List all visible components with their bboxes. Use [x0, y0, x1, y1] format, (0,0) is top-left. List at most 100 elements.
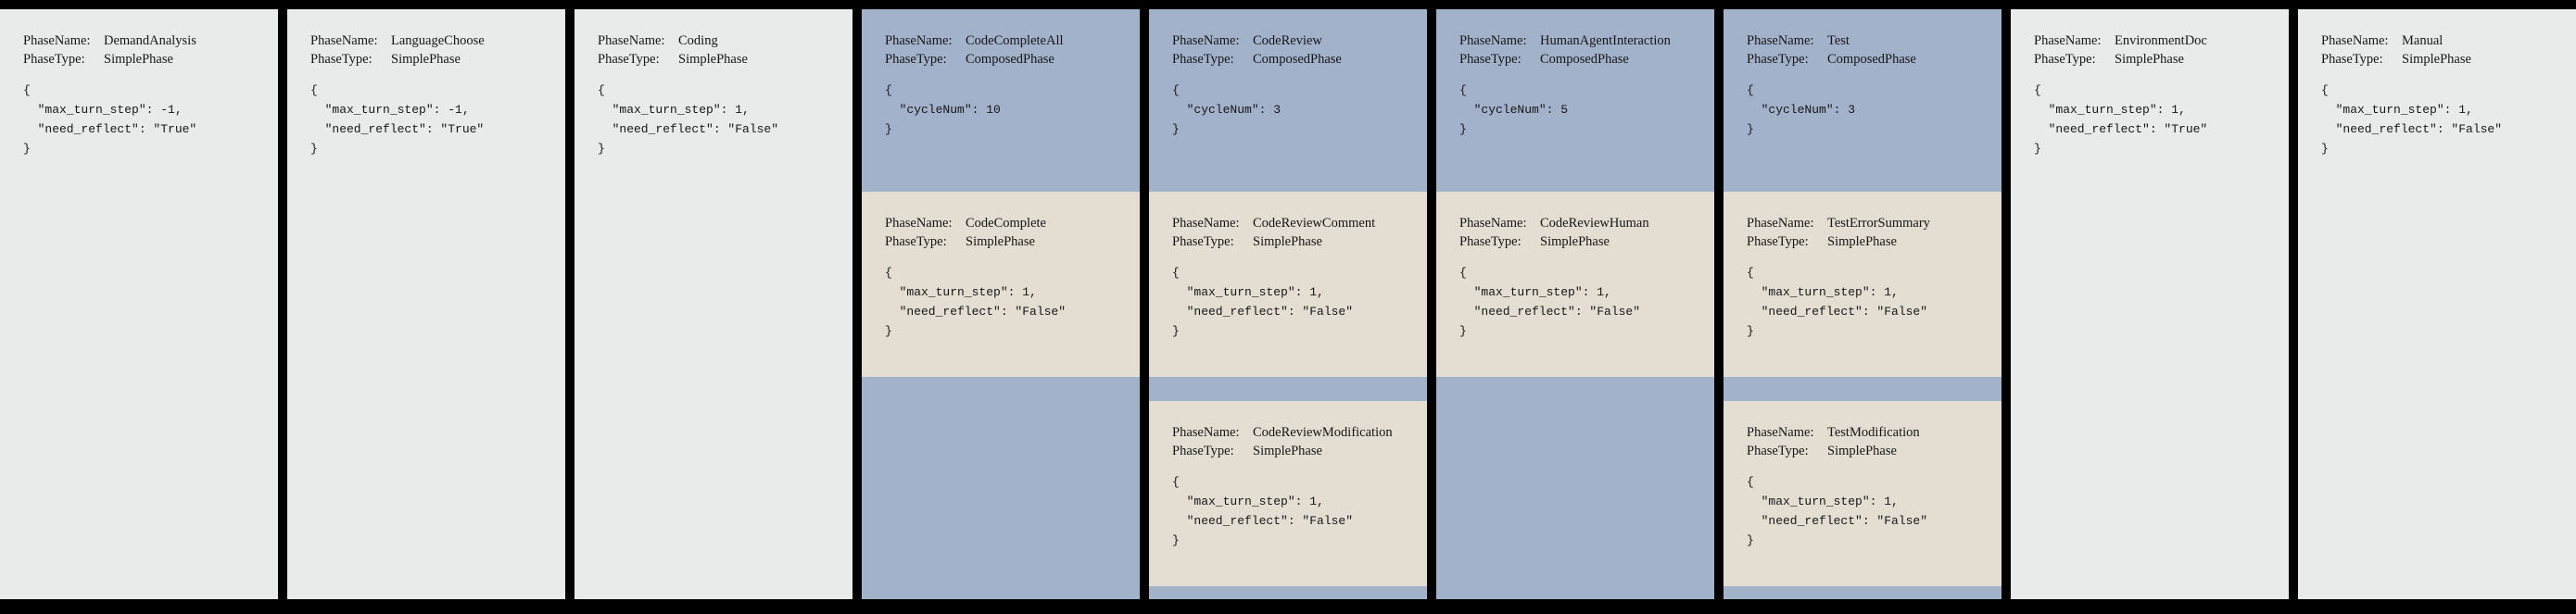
phase-header: PhaseName: DemandAnalysis PhaseType:Simpl… [0, 9, 278, 192]
phase-header: PhaseName: CodeReview PhaseType: ComposedP… [1149, 9, 1427, 192]
phase-name-row: PhaseName: CodeReview [1172, 31, 1414, 50]
subphase-card-test-error-summary: PhaseName: TestErrorSummary PhaseType:Sim… [1724, 192, 2001, 377]
phase-card-code-review: PhaseName: CodeReview PhaseType: ComposedP… [1149, 9, 1427, 599]
phase-name-value: CodeReview [1253, 33, 1322, 48]
phase-header: PhaseName:Test PhaseType: ComposedPhase {… [1724, 9, 2001, 192]
phase-card-coding: PhaseName:Coding PhaseType:SimplePhase {… [575, 9, 852, 599]
phase-type-row: PhaseType: ComposedPhase [1172, 50, 1414, 69]
phase-type-value: ComposedPhase [1540, 52, 1629, 67]
phase-name-value: LanguageChoose [391, 33, 485, 48]
phase-name-value: TestErrorSummary [1827, 216, 1930, 231]
phase-name-value: Coding [678, 33, 718, 48]
phase-type-value: SimplePhase [2115, 52, 2184, 67]
phase-name-row: PhaseName: LanguageChoose [310, 31, 552, 50]
phase-name-label: PhaseName: [310, 33, 378, 48]
phase-type-value: SimplePhase [1827, 444, 1897, 458]
phase-type-row: PhaseType: SimplePhase [1172, 232, 1414, 251]
phase-config-json: { "cycleNum": 10 } [885, 83, 1001, 136]
phase-name-label: PhaseName: [1459, 216, 1527, 231]
phase-config-json: { "max_turn_step": 1, "need_reflect": "T… [2034, 83, 2208, 156]
phase-name-label: PhaseName: [598, 33, 665, 48]
phase-type-label: PhaseType: [2321, 52, 2383, 67]
phase-config-json: { "max_turn_step": 1, "need_reflect": "F… [1172, 475, 1354, 547]
phase-name-value: CodeReviewHuman [1540, 216, 1649, 231]
phase-type-row: PhaseType: ComposedPhase [1459, 50, 1701, 69]
phase-type-value: SimplePhase [1253, 234, 1322, 249]
phase-type-row: PhaseType: SimplePhase [1172, 442, 1414, 460]
phase-type-row: PhaseType:ComposedPhase [885, 50, 1127, 69]
phase-type-value: ComposedPhase [1827, 52, 1916, 67]
phase-name-row: PhaseName: CodeReviewHuman [1459, 214, 1701, 232]
phase-type-label: PhaseType: [2034, 52, 2096, 67]
phase-name-row: PhaseName: DemandAnalysis [23, 31, 265, 50]
phase-type-label: PhaseType: [1172, 444, 1234, 458]
phase-name-label: PhaseName: [23, 33, 91, 48]
phase-name-row: PhaseName: CodeReviewModification [1172, 423, 1414, 442]
phase-header: PhaseName: EnvironmentDoc PhaseType: Simpl… [2011, 9, 2289, 192]
phase-type-label: PhaseType: [1747, 52, 1809, 67]
phase-name-row: PhaseName: HumanAgentInteraction [1459, 31, 1701, 50]
phase-type-label: PhaseType: [1459, 52, 1522, 67]
phase-type-value: SimplePhase [104, 52, 173, 67]
phase-type-value: SimplePhase [2402, 52, 2471, 67]
phase-card-code-complete-all: PhaseName: CodeCompleteAll PhaseType:Comp… [862, 9, 1140, 599]
phase-config-json: { "cycleNum": 5 } [1459, 83, 1569, 136]
phase-type-value: ComposedPhase [1253, 52, 1342, 67]
phase-type-label: PhaseType: [310, 52, 373, 67]
phase-name-row: PhaseName:Test [1747, 31, 1989, 50]
phase-name-row: PhaseName: EnvironmentDoc [2034, 31, 2276, 50]
phase-type-label: PhaseType: [1747, 444, 1809, 458]
phase-name-label: PhaseName: [1459, 33, 1527, 48]
subphase-card-code-review-modification: PhaseName: CodeReviewModification PhaseTy… [1149, 401, 1427, 586]
phase-type-value: SimplePhase [1253, 444, 1322, 458]
phase-name-value: DemandAnalysis [104, 33, 196, 48]
phase-config-json: { "max_turn_step": -1, "need_reflect": "… [310, 83, 485, 156]
phase-name-value: CodeReviewModification [1253, 425, 1393, 440]
phase-name-value: EnvironmentDoc [2115, 33, 2207, 48]
phase-type-row: PhaseType:SimplePhase [23, 50, 265, 69]
phase-type-value: SimplePhase [1540, 234, 1610, 249]
phase-header: PhaseName: CodeCompleteAll PhaseType:Comp… [862, 9, 1140, 192]
phase-type-value: ComposedPhase [966, 52, 1054, 67]
phase-name-label: PhaseName: [1747, 425, 1814, 440]
phase-type-row: PhaseType: SimplePhase [2321, 50, 2563, 69]
phase-name-value: HumanAgentInteraction [1540, 33, 1671, 48]
phase-config-json: { "cycleNum": 3 } [1747, 83, 1856, 136]
phase-name-label: PhaseName: [1172, 33, 1240, 48]
phase-type-row: PhaseType: ComposedPhase [1747, 50, 1989, 69]
phase-name-value: Manual [2402, 33, 2443, 48]
phase-name-value: CodeReviewComment [1253, 216, 1376, 231]
phase-name-row: PhaseName: TestErrorSummary [1747, 214, 1989, 232]
phase-config-json: { "cycleNum": 3 } [1172, 83, 1282, 136]
phase-type-label: PhaseType: [1172, 234, 1234, 249]
phase-name-row: PhaseName: CodeReviewComment [1172, 214, 1414, 232]
phase-header: PhaseName:Coding PhaseType:SimplePhase {… [575, 9, 852, 192]
phase-name-label: PhaseName: [1747, 216, 1814, 231]
phase-type-row: PhaseType: SimplePhase [2034, 50, 2276, 69]
phase-name-label: PhaseName: [2034, 33, 2102, 48]
phase-type-row: PhaseType:SimplePhase [598, 50, 840, 69]
phase-name-label: PhaseName: [1172, 425, 1240, 440]
phase-type-label: PhaseType: [598, 52, 660, 67]
phase-type-value: SimplePhase [1827, 234, 1897, 249]
phase-card-test: PhaseName:Test PhaseType: ComposedPhase {… [1724, 9, 2001, 599]
phase-name-label: PhaseName: [1172, 216, 1240, 231]
phase-type-value: SimplePhase [966, 234, 1035, 249]
phase-type-row: PhaseType:SimplePhase [310, 50, 552, 69]
phase-type-label: PhaseType: [1172, 52, 1234, 67]
phase-card-language-choose: PhaseName: LanguageChoose PhaseType:Simpl… [287, 9, 565, 599]
subphase-card-code-complete: PhaseName:CodeComplete PhaseType:SimpleP… [862, 192, 1140, 377]
phase-header: PhaseName: LanguageChoose PhaseType:Simpl… [287, 9, 565, 192]
phase-header: PhaseName:Manual PhaseType:SimplePhase {… [2298, 9, 2576, 192]
phase-name-label: PhaseName: [2321, 33, 2389, 48]
phase-config-json: { "max_turn_step": 1, "need_reflect": "F… [1747, 475, 1928, 547]
phase-type-row: PhaseType:SimplePhase [1747, 232, 1989, 251]
phase-name-value: CodeCompleteAll [966, 33, 1064, 48]
phase-name-value: TestModification [1827, 425, 1920, 440]
phase-type-row: PhaseType: SimplePhase [1747, 442, 1989, 460]
phase-name-value: CodeComplete [966, 216, 1046, 231]
phase-name-row: PhaseName: CodeCompleteAll [885, 31, 1127, 50]
phase-name-label: PhaseName: [885, 216, 953, 231]
phase-name-label: PhaseName: [885, 33, 953, 48]
